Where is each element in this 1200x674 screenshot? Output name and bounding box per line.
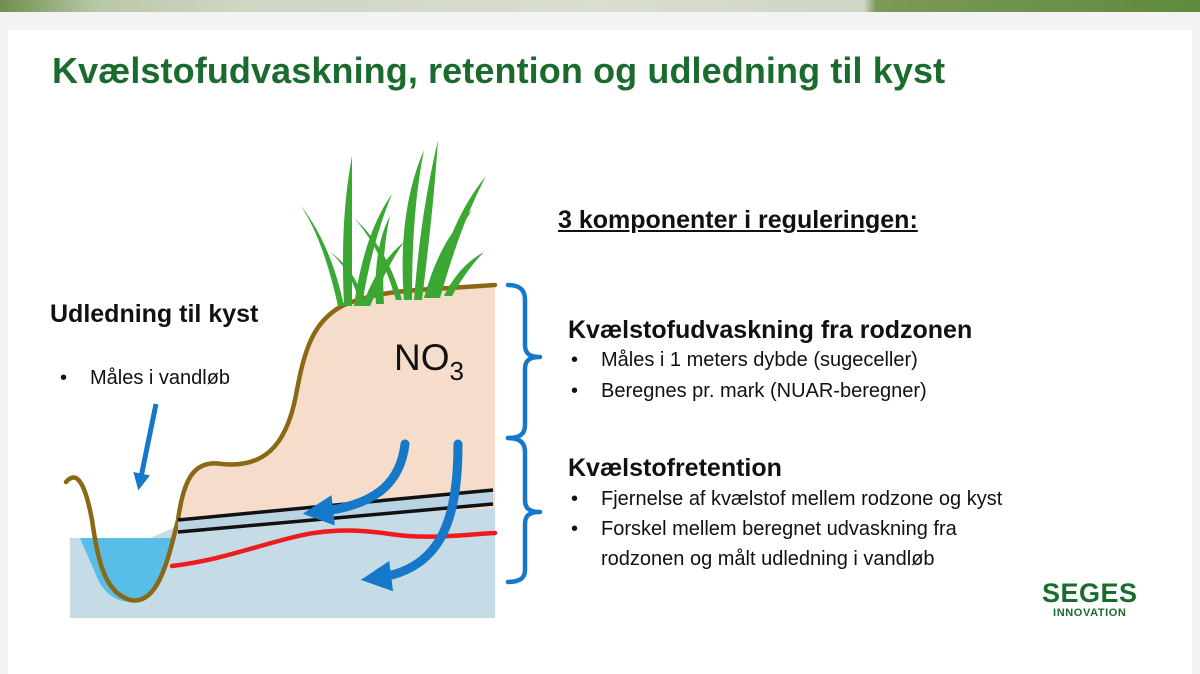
drain-flow-arrow xyxy=(302,439,410,526)
retention-bullet: Forskel mellem beregnet udvaskning fra xyxy=(571,518,957,541)
groundwater-flow-arrow xyxy=(360,439,463,592)
leaching-heading: Kvælstofudvaskning fra rodzonen xyxy=(568,316,973,344)
discharge-heading: Udledning til kyst xyxy=(50,300,259,328)
stream-water xyxy=(80,538,172,602)
brace-leaching xyxy=(505,282,543,441)
brace-retention xyxy=(505,435,543,585)
logo-text-innovation: INNOVATION xyxy=(1053,607,1127,619)
retention-bullet-continuation: rodzonen og målt udledning i vandløb xyxy=(601,548,935,570)
soil-surface-line xyxy=(63,282,498,603)
soil-hill xyxy=(180,285,495,520)
no3-label: NO3 xyxy=(394,337,464,386)
retention-bullet: Fjernelse af kvælstof mellem rodzone og … xyxy=(571,488,1002,511)
grass-tuft xyxy=(300,140,486,306)
logo-text-seges: SEGES xyxy=(1042,578,1138,608)
discharge-bullet: Måles i vandløb xyxy=(60,367,230,390)
components-heading: 3 komponenter i reguleringen: xyxy=(558,206,918,234)
leaching-bullet: Beregnes pr. mark (NUAR-beregner) xyxy=(571,380,927,403)
seges-logo: SEGES INNOVATION xyxy=(1042,578,1138,620)
top-banner-strip xyxy=(0,0,1200,12)
leaching-bullet: Måles i 1 meters dybde (sugeceller) xyxy=(571,349,918,372)
discharge-arrow xyxy=(133,403,159,491)
retention-heading: Kvælstofretention xyxy=(568,454,782,482)
slide-title: Kvælstofudvaskning, retention og udledni… xyxy=(52,50,946,91)
soil-diagram: NO3 xyxy=(63,140,543,618)
